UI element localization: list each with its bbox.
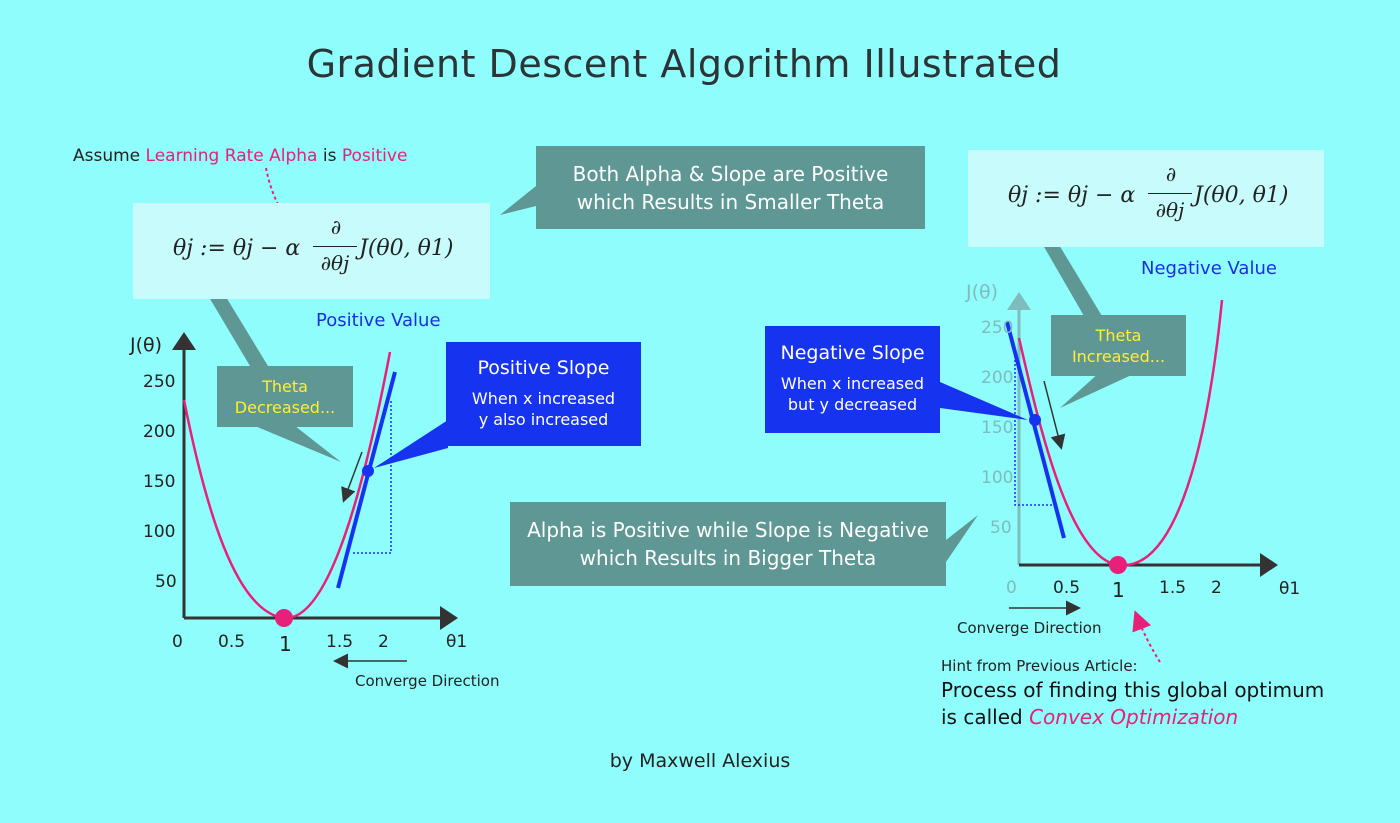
right-y-tick: 200 xyxy=(981,368,1014,388)
hint-pointer-arrow xyxy=(1132,610,1161,663)
right-x-tick: 1.5 xyxy=(1159,578,1187,598)
hint-line-2: is called Convex Optimization xyxy=(941,705,1239,729)
left-y-tick: 250 xyxy=(143,372,176,392)
left-x-tick: 0.5 xyxy=(218,632,246,652)
right-formula-box: θj := θj − α ∂ ∂θj J(θ0, θ1) xyxy=(968,150,1324,247)
page-title: Gradient Descent Algorithm Illustrated xyxy=(306,42,1062,86)
hint-line-1: Process of finding this global optimum xyxy=(941,678,1325,702)
right-x-tick: 0.5 xyxy=(1053,578,1081,598)
assume-text: Assume Learning Rate Alpha is Positive xyxy=(73,146,408,166)
right-converge-label: Converge Direction xyxy=(957,619,1102,637)
right-y-axis-label: J(θ) xyxy=(966,281,999,303)
left-slope-triangle xyxy=(353,400,392,554)
left-y-tick: 150 xyxy=(143,472,176,492)
left-brace-label: Positive Value xyxy=(316,310,441,331)
right-x-tick-minimum: 1 xyxy=(1112,578,1125,602)
right-minimum-dot xyxy=(1109,556,1127,574)
right-y-tick: 250 xyxy=(981,318,1014,338)
callout-alpha-positive: Alpha is Positive while Slope is Negativ… xyxy=(510,502,946,586)
author-credit: by Maxwell Alexius xyxy=(609,750,791,772)
right-descent-arrow xyxy=(1043,380,1066,450)
right-tangent-point xyxy=(1029,414,1041,426)
right-y-tick: 50 xyxy=(990,518,1012,538)
left-y-tick: 100 xyxy=(143,522,176,542)
left-x-axis-label: θ1 xyxy=(446,632,468,652)
left-tangent-point xyxy=(362,465,374,477)
left-y-axis-label: J(θ) xyxy=(130,334,163,356)
left-x-tick: 1.5 xyxy=(326,632,354,652)
right-slope-triangle xyxy=(1014,352,1052,506)
right-y-tick: 150 xyxy=(981,418,1014,438)
right-theta-callout: Theta Increased... xyxy=(1051,315,1186,376)
callout-tail-bottom xyxy=(946,515,978,562)
left-x-tick-minimum: 1 xyxy=(279,632,292,656)
left-x-tick: 2 xyxy=(378,632,389,652)
left-formula-box: θj := θj − α ∂ ∂θj J(θ0, θ1) xyxy=(133,203,490,299)
left-slope-box: Positive Slope When x increased y also i… xyxy=(446,342,641,446)
left-converge-label: Converge Direction xyxy=(355,672,500,690)
right-x-axis-label: θ1 xyxy=(1279,579,1301,599)
alpha-pointer-arrow xyxy=(265,167,295,232)
right-slope-box: Negative Slope When x increased but y de… xyxy=(765,326,940,433)
right-x-tick: 0 xyxy=(1006,578,1017,598)
callout-both-positive: Both Alpha & Slope are Positive which Re… xyxy=(536,146,925,229)
convex-optimization-label: Convex Optimization xyxy=(1029,705,1239,729)
left-theta-callout: Theta Decreased... xyxy=(217,366,353,427)
left-x-tick: 0 xyxy=(172,632,183,652)
left-tangent-line xyxy=(336,371,397,589)
right-tangent-line xyxy=(1005,321,1066,539)
left-y-tick: 50 xyxy=(155,572,177,592)
left-y-tick: 200 xyxy=(143,422,176,442)
learning-rate-label: Learning Rate Alpha xyxy=(145,146,318,166)
left-minimum-dot xyxy=(275,609,293,627)
right-y-tick: 100 xyxy=(981,468,1014,488)
right-brace-label: Negative Value xyxy=(1141,258,1277,279)
hint-heading: Hint from Previous Article: xyxy=(941,657,1138,675)
left-descent-arrow xyxy=(341,451,363,503)
positive-label: Positive xyxy=(341,146,408,166)
callout-tail-top xyxy=(500,186,536,215)
right-x-tick: 2 xyxy=(1211,578,1222,598)
